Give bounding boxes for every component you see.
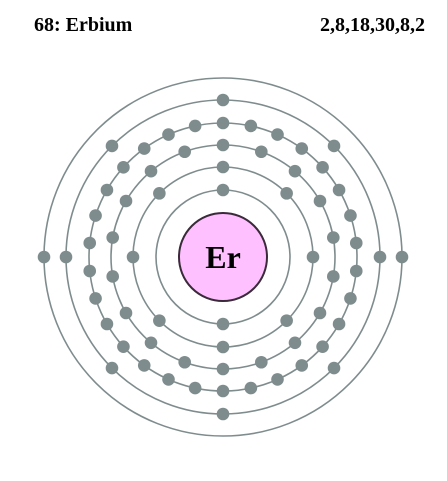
electron [100, 183, 114, 197]
electron [89, 292, 102, 305]
electron [255, 145, 268, 159]
electron [306, 250, 320, 264]
electron [349, 236, 363, 250]
electron [327, 139, 341, 153]
electron [244, 119, 258, 133]
electron [216, 160, 230, 174]
electron [295, 359, 309, 372]
electron [144, 164, 158, 178]
electron [89, 209, 102, 222]
electron [332, 183, 346, 197]
electron [313, 194, 327, 208]
electron [119, 194, 133, 208]
electron [106, 231, 119, 244]
electron [83, 236, 97, 250]
nucleus-symbol: Er [205, 239, 241, 275]
electron [280, 314, 293, 327]
electron [332, 317, 346, 331]
electron [344, 209, 357, 222]
electron [327, 231, 340, 244]
electrons [37, 93, 409, 421]
electron [280, 187, 293, 200]
electron [216, 183, 230, 197]
electron [327, 270, 340, 283]
electron [178, 145, 191, 159]
electron [144, 336, 158, 350]
electron [153, 314, 166, 327]
electron [216, 407, 230, 421]
electron [316, 340, 329, 353]
electron-configuration-label: 2,8,18,30,8,2 [320, 14, 425, 36]
nucleus-circle [178, 212, 268, 302]
electron [59, 250, 73, 264]
nucleus: Er [178, 212, 268, 302]
electron [162, 128, 175, 141]
electron [126, 250, 140, 264]
electron [295, 142, 309, 155]
electron [344, 292, 357, 305]
electron [316, 161, 329, 174]
electron [216, 93, 230, 107]
electron [117, 340, 130, 353]
electron [216, 362, 230, 376]
electron [105, 139, 119, 153]
electron [117, 161, 130, 174]
electron [37, 250, 51, 264]
electron [153, 187, 166, 200]
electron [216, 340, 230, 354]
electron [288, 336, 302, 350]
electron [271, 128, 284, 141]
electron [255, 355, 268, 369]
electron [137, 359, 151, 372]
electron [137, 142, 151, 155]
electron [288, 164, 302, 178]
element-name-label: 68: Erbium [34, 14, 133, 36]
electron [178, 355, 191, 369]
electron [100, 317, 114, 331]
electron [216, 116, 230, 130]
electron [106, 270, 119, 283]
electron [105, 361, 119, 375]
electron [162, 373, 175, 386]
electron [271, 373, 284, 386]
electron [216, 317, 230, 331]
electron [119, 306, 133, 320]
electron [373, 250, 387, 264]
electron [188, 381, 202, 395]
electron [188, 119, 202, 133]
electron [83, 264, 97, 278]
electron [244, 381, 258, 395]
electron [327, 361, 341, 375]
electron [216, 138, 230, 152]
electron [313, 306, 327, 320]
electron [349, 264, 363, 278]
electron [216, 384, 230, 398]
electron [395, 250, 409, 264]
